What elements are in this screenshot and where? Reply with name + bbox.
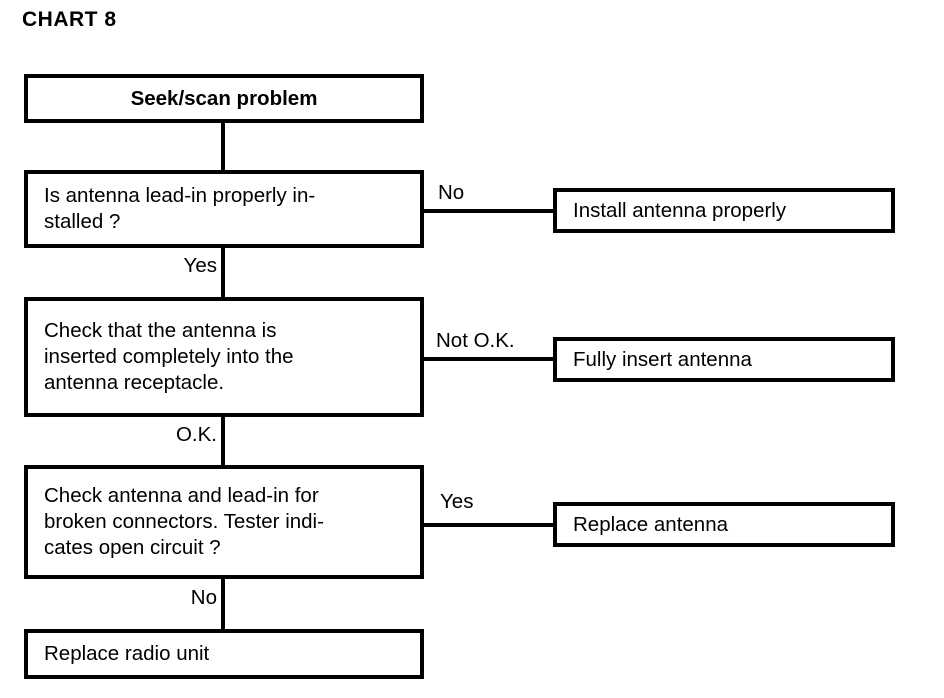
page-title: CHART 8 [22, 8, 117, 31]
node-action1: Install antenna properly [553, 188, 895, 233]
edge-label-decision3-no: No [190, 586, 217, 609]
node-action1-label: Install antenna properly [573, 198, 787, 222]
connector-decision2-ok [221, 416, 225, 467]
connector-decision1-yes [221, 247, 225, 298]
node-decision1-label: Is antenna lead-in properly in- stalled … [44, 184, 316, 233]
edge-label-decision2-not-ok: Not O.K. [436, 329, 515, 352]
connector-decision3-yes [424, 523, 555, 527]
node-action3-label: Replace antenna [573, 512, 729, 536]
edge-label-decision1-no: No [438, 181, 465, 204]
edge-label-decision3-yes: Yes [440, 490, 474, 513]
connector-decision3-no [221, 578, 225, 630]
edge-label-decision2-ok: O.K. [175, 423, 217, 446]
node-start: Seek/scan problem [24, 74, 424, 123]
node-decision2-label: Check that the antenna is inserted compl… [44, 319, 294, 394]
node-decision1: Is antenna lead-in properly in- stalled … [24, 170, 424, 248]
node-decision3-label: Check antenna and lead-in for broken con… [44, 484, 324, 559]
connector-decision1-no [424, 209, 555, 213]
node-end: Replace radio unit [24, 629, 424, 679]
node-action2-label: Fully insert antenna [573, 347, 752, 371]
edge-label-decision1-yes: Yes [183, 254, 217, 277]
connector-decision2-not-ok [424, 357, 555, 361]
node-decision2: Check that the antenna is inserted compl… [24, 297, 424, 417]
node-decision3: Check antenna and lead-in for broken con… [24, 465, 424, 579]
connector-start-to-decision1 [221, 122, 225, 172]
node-start-label: Seek/scan problem [130, 86, 318, 110]
node-action2: Fully insert antenna [553, 337, 895, 382]
node-end-label: Replace radio unit [44, 642, 210, 665]
node-action3: Replace antenna [553, 502, 895, 547]
